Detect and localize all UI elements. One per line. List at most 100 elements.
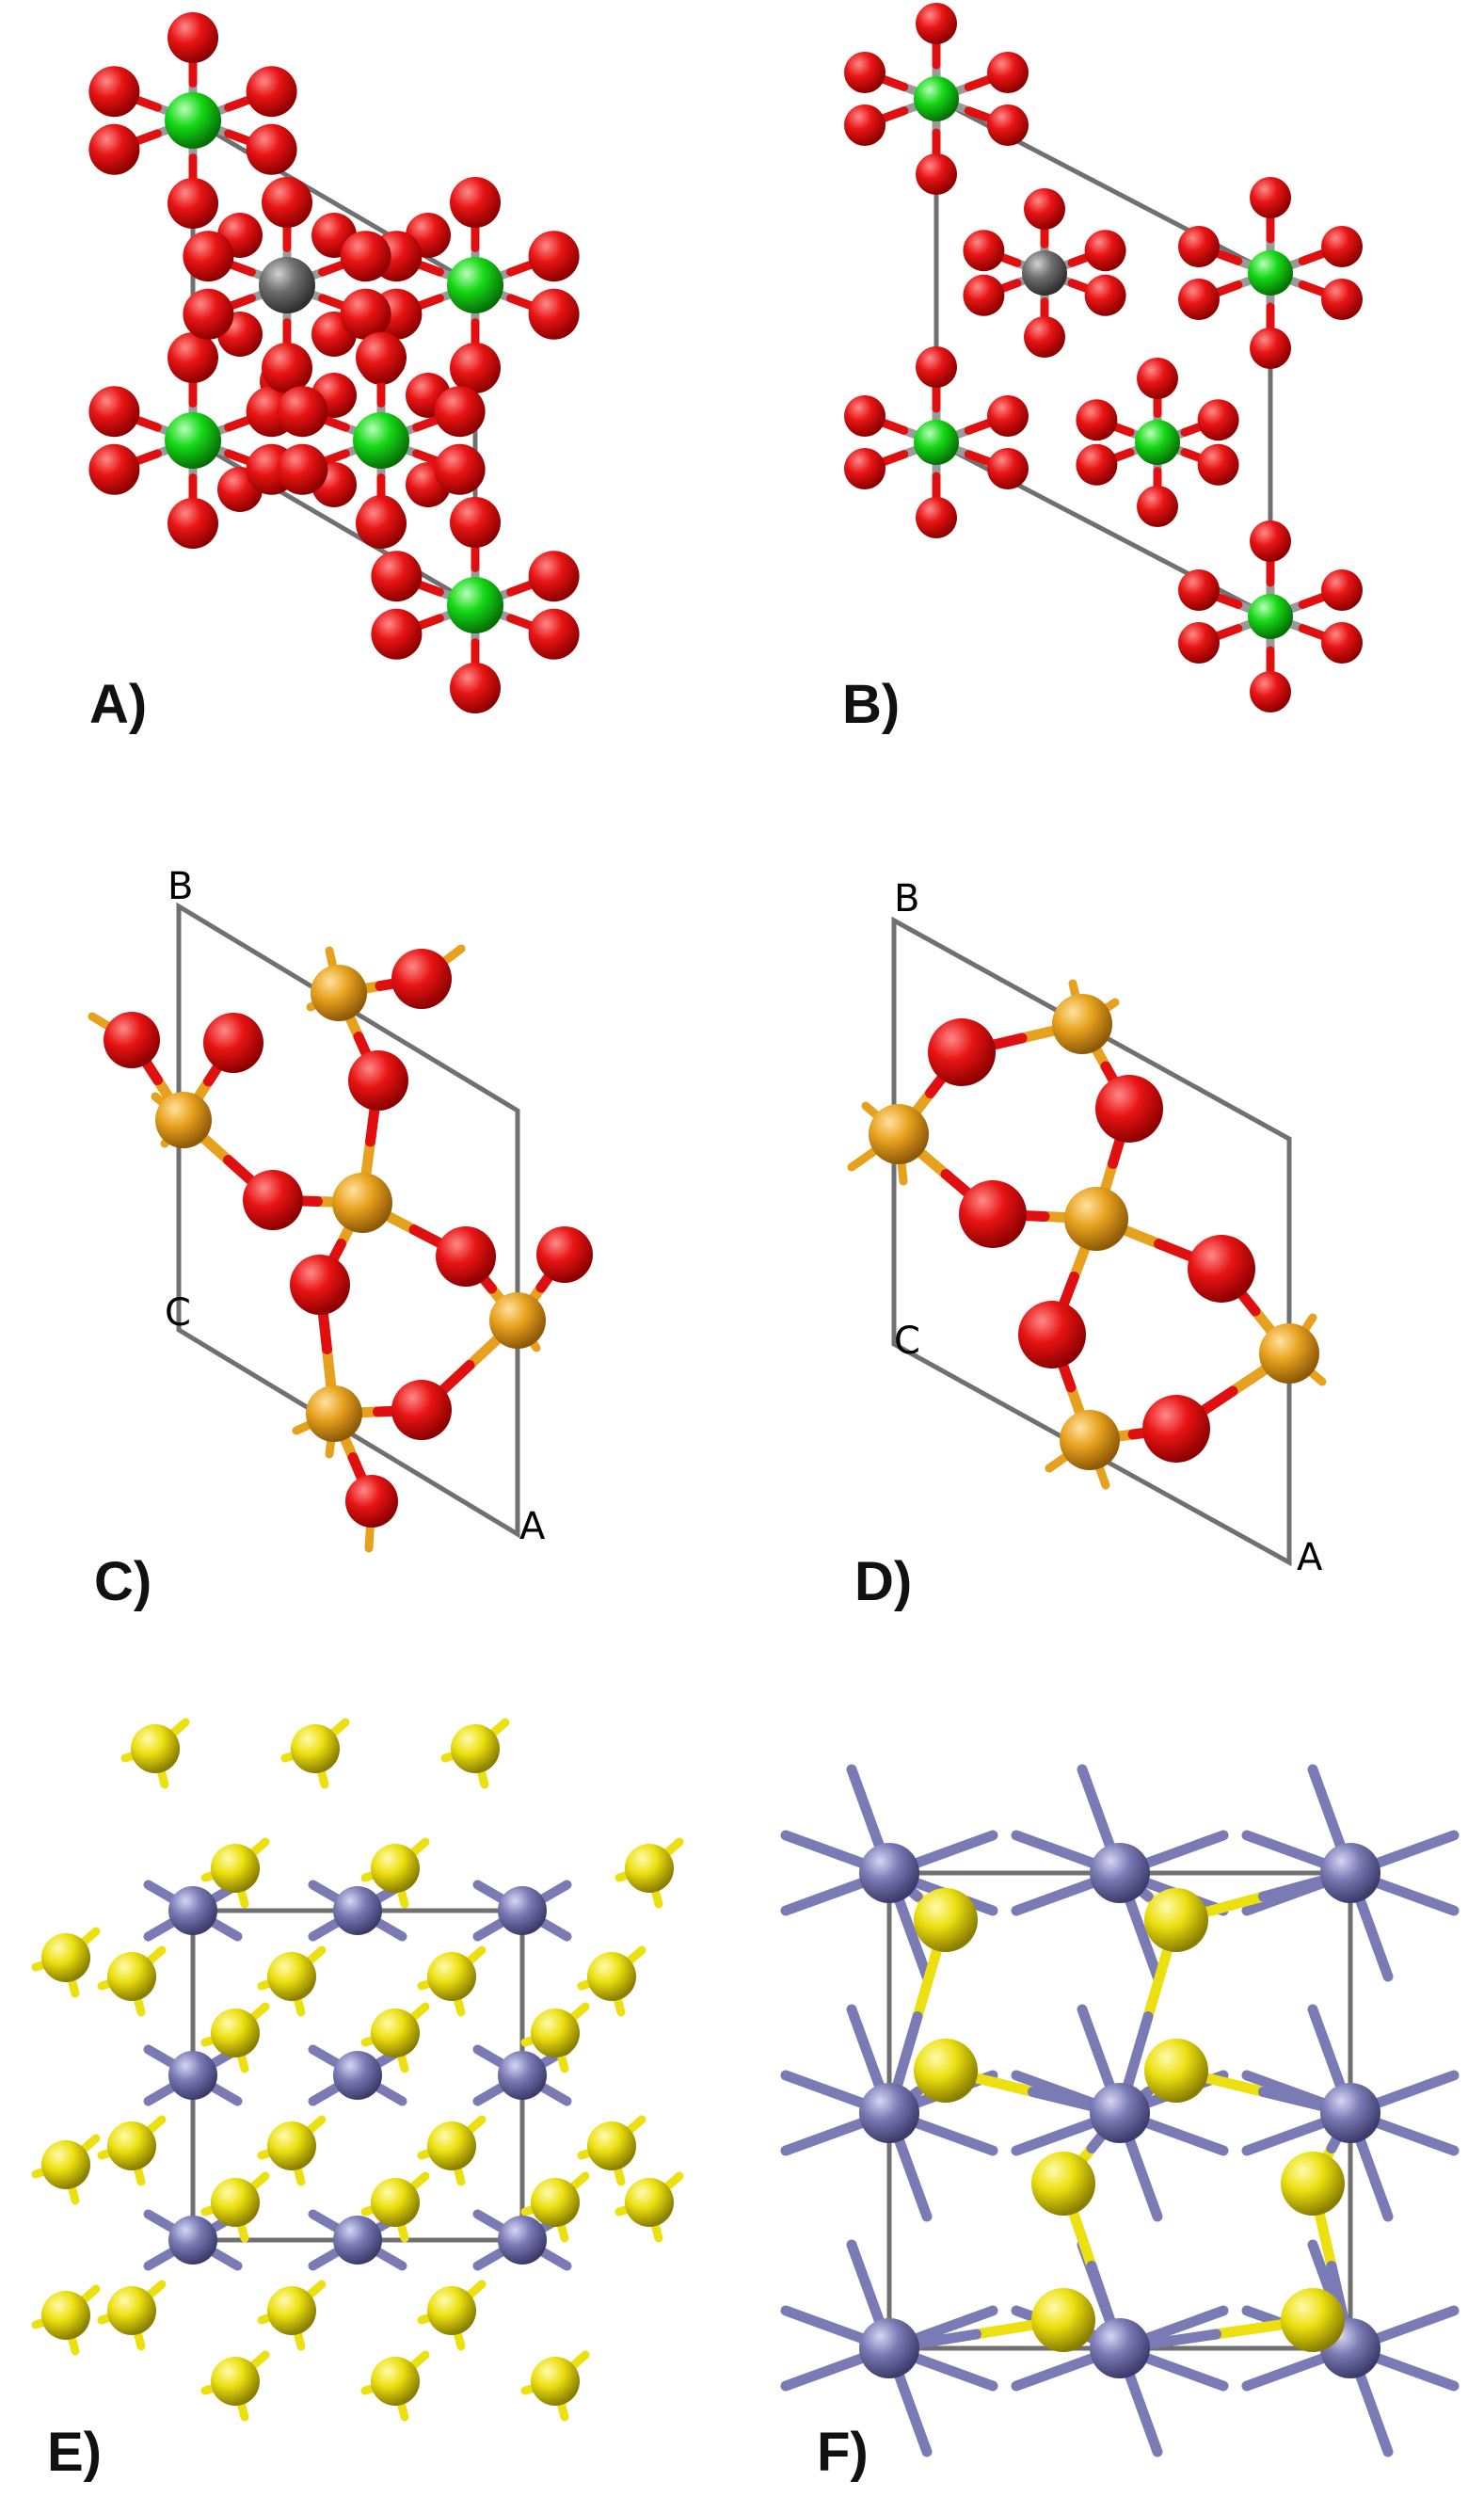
sulfur-atom [1031,2152,1095,2216]
oxygen-atom [1024,188,1065,230]
oxygen-atom [345,1475,398,1528]
oxygen-atom [450,497,501,548]
sulfur-atom [267,2286,316,2335]
oxygen-atom [1178,569,1220,611]
metal-atom [1090,1843,1150,1903]
oxygen-atom [183,231,234,282]
metal-atom-green [447,257,503,313]
oxygen-atom [340,288,391,340]
metal-atom-grey [259,257,315,313]
metal-atom-green [1248,250,1293,296]
metal-atom [168,2216,217,2265]
oxygen-atom [88,123,140,175]
panel-label-e: E) [47,2422,102,2483]
oxygen-atom [844,52,886,93]
oxygen-atom [987,52,1029,93]
oxygen-atom [1095,1075,1163,1143]
sulfur-atom [211,1844,260,1893]
oxygen-atom [243,1170,303,1230]
metal-atom [498,1886,547,1935]
metal-atom [859,2318,919,2378]
oxygen-atom [528,231,580,282]
sulfur-atom [107,1952,156,2001]
tetrahedral-atom [1052,994,1112,1054]
sulfur-atom [914,1888,978,1952]
sulfur-atom [914,2039,978,2103]
oxygen-atom [916,497,957,538]
oxygen-atom [916,3,957,44]
oxygen-atom [436,1226,496,1287]
oxygen-atom [1321,622,1363,664]
oxygen-atom [203,1013,263,1073]
sulfur-atom [41,2140,90,2189]
atoms-panel-e [31,1718,684,2422]
oxygen-atom [277,443,328,495]
panel-e-structure: E) [31,1718,684,2483]
oxygen-atom [528,551,580,602]
sulfur-atom [427,2286,476,2335]
tetrahedral-atom [869,1104,929,1164]
oxygen-atom [987,448,1029,489]
oxygen-atom [928,1018,996,1086]
oxygen-atom [168,12,218,63]
atoms-panel-d [847,979,1327,1490]
sulfur-atom [1144,2039,1208,2103]
oxygen-atom [1250,177,1291,218]
sulfur-atom [291,1724,340,1773]
tetrahedral-atom [311,965,367,1021]
atoms-panel-c [88,944,593,1553]
oxygen-atom [1178,226,1220,267]
oxygen-atom [1024,316,1065,358]
oxygen-atom [262,177,312,228]
metal-atom [333,1886,382,1935]
metal-atom [1320,2083,1380,2143]
oxygen-atom [434,443,486,495]
unit-cell-d [891,916,1292,1567]
oxygen-atom [168,332,218,383]
metal-atom-green [353,412,409,469]
panel-b-structure: B) [842,3,1363,735]
oxygen-atom [450,177,501,228]
sulfur-atom [451,1724,500,1773]
oxygen-atom [183,288,234,340]
unit-cell-a [190,116,478,610]
metal-atom-green [914,420,959,465]
sulfur-atom [41,2291,90,2340]
oxygen-atom [1321,279,1363,320]
oxygen-atom [844,104,886,146]
sulfur-atom [211,2009,260,2057]
oxygen-atom [1250,520,1291,562]
sulfur-atom [211,2357,260,2406]
oxygen-atom [450,343,501,393]
metal-atom-green [165,412,221,469]
metal-atom-green [1135,420,1180,465]
oxygen-atom [1321,226,1363,267]
metal-atom-green [914,76,959,121]
axis-label-c-c: C [165,1291,191,1335]
axis-label-b-c: B [168,865,193,908]
sulfur-atom [41,1933,90,1982]
metal-atom [859,1843,919,1903]
sulfur-atom [371,2009,420,2057]
metal-atom [168,2051,217,2100]
oxygen-atom [1137,486,1178,527]
oxygen-atom [1250,671,1291,712]
sulfur-atom [587,1952,636,2001]
sulfur-atom [371,2178,420,2227]
sulfur-atom [267,1952,316,2001]
oxygen-atom [1197,443,1239,486]
sulfur-atom [107,2286,156,2335]
unit-cell-c [176,902,520,1539]
oxygen-atom [1188,1235,1255,1303]
oxygen-atom [450,663,501,713]
metal-atom-grey [1022,250,1067,296]
atoms-panel-b [844,3,1363,712]
oxygen-atom [1178,622,1220,664]
sulfur-atom [625,1844,674,1893]
metal-atom [333,2051,382,2100]
sulfur-atom [1281,2288,1345,2352]
oxygen-atom [277,386,328,438]
oxygen-atom [340,231,391,282]
oxygen-atom [844,395,886,437]
oxygen-atom [916,153,957,195]
